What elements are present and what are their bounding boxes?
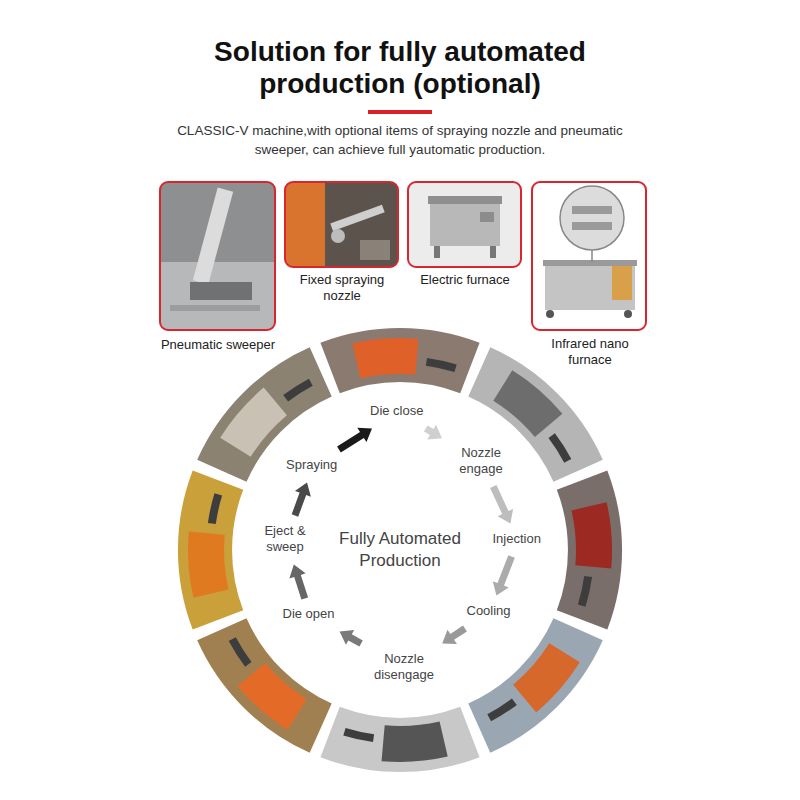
photo-caption: Fixed spraying nozzle bbox=[292, 272, 392, 305]
flow-arrow bbox=[490, 485, 513, 524]
step-text: Injection bbox=[489, 529, 545, 549]
furnace-photo bbox=[408, 182, 521, 267]
nozzle-head bbox=[331, 229, 345, 243]
photo-detail bbox=[188, 532, 229, 598]
photo-caption: Infrared nano furnace bbox=[542, 336, 638, 369]
step-label: Injection bbox=[489, 529, 548, 552]
photo-detail bbox=[426, 358, 457, 372]
photo-frame bbox=[408, 182, 521, 267]
photo-frame bbox=[160, 182, 275, 330]
flow-arrow bbox=[292, 483, 311, 517]
photo-segment bbox=[197, 618, 332, 753]
step-label: Cooling bbox=[463, 601, 518, 624]
step-label: Die open bbox=[279, 604, 342, 627]
flow-arrow bbox=[424, 425, 442, 440]
intro-text: CLASSIC-V machine,with optional items of… bbox=[150, 122, 650, 160]
photo-ground bbox=[285, 182, 398, 267]
wheel bbox=[624, 310, 632, 318]
zoom-leader bbox=[591, 250, 593, 262]
photo-detail bbox=[382, 722, 448, 763]
photo-detail bbox=[549, 433, 572, 463]
photo-detail bbox=[578, 576, 592, 607]
heater-rack bbox=[572, 206, 612, 214]
control-panel bbox=[612, 266, 632, 300]
photo-detail bbox=[487, 699, 517, 722]
photo-detail bbox=[343, 728, 374, 742]
photo-detail bbox=[220, 388, 287, 457]
machine-part bbox=[360, 240, 390, 260]
cycle-circle: Fully Automated Production Die closeNozzl… bbox=[232, 382, 568, 718]
photo-frame bbox=[285, 182, 398, 267]
step-label: Nozzle engage bbox=[447, 443, 517, 482]
photo-segment bbox=[178, 470, 243, 629]
photo-detail bbox=[352, 338, 418, 379]
furnace-leg bbox=[434, 246, 440, 258]
cylinder bbox=[193, 188, 233, 285]
step-label: Spraying bbox=[282, 455, 344, 478]
step-text: Die close bbox=[366, 401, 427, 421]
photo-detail bbox=[572, 502, 613, 568]
machine-part bbox=[285, 182, 325, 267]
tank-rim bbox=[543, 260, 637, 266]
step-text: Eject & sweep bbox=[254, 521, 317, 558]
flow-arrow bbox=[289, 565, 308, 600]
step-label: Eject & sweep bbox=[254, 521, 319, 560]
step-text: Cooling bbox=[463, 601, 515, 621]
photo-detail bbox=[238, 663, 307, 730]
photo-caption: Pneumatic sweeper bbox=[161, 337, 275, 353]
photo-segment bbox=[320, 328, 479, 393]
step-text: Die open bbox=[279, 604, 339, 624]
photo-ground bbox=[408, 182, 521, 267]
photo-detail bbox=[493, 370, 562, 437]
zoom-inset bbox=[560, 186, 624, 250]
tank-body bbox=[545, 264, 635, 310]
photo-detail bbox=[229, 637, 252, 667]
nozzle-photo bbox=[285, 182, 398, 267]
furnace-body bbox=[430, 202, 500, 246]
photo-ground bbox=[160, 182, 275, 330]
step-text: Spraying bbox=[282, 455, 341, 475]
photo-segment bbox=[468, 618, 603, 753]
photo-frame bbox=[532, 182, 646, 330]
step-text: Nozzle engage bbox=[447, 443, 515, 480]
accent-bar bbox=[368, 110, 432, 114]
machine-part bbox=[170, 305, 260, 311]
photo-detail bbox=[513, 643, 580, 712]
machine-part bbox=[190, 282, 252, 300]
center-title: Fully Automated Production bbox=[325, 528, 475, 572]
photo-detail bbox=[283, 379, 313, 402]
step-label: Nozzle disengage bbox=[363, 649, 448, 688]
step-text: Nozzle disengage bbox=[363, 649, 446, 686]
photo-detail bbox=[208, 493, 222, 524]
machine-plate bbox=[160, 262, 275, 330]
photo-segment bbox=[557, 470, 622, 629]
title-heading: Solution for fully automated production … bbox=[160, 36, 640, 100]
flow-arrow bbox=[337, 428, 372, 453]
flow-arrow bbox=[493, 555, 515, 595]
photo-segment bbox=[320, 707, 479, 772]
sweeper-photo bbox=[160, 182, 275, 330]
flow-arrow bbox=[442, 626, 467, 644]
nozzle-pipe bbox=[330, 205, 384, 231]
flow-arrow bbox=[340, 630, 363, 647]
photo-ground bbox=[532, 182, 646, 330]
furnace-lid bbox=[428, 196, 502, 204]
furnace-leg bbox=[490, 246, 496, 258]
heater-rack bbox=[572, 222, 612, 230]
step-label: Die close bbox=[366, 401, 430, 424]
control-box bbox=[480, 212, 494, 222]
nano-furnace-photo bbox=[532, 182, 646, 330]
photo-caption: Electric furnace bbox=[420, 272, 510, 288]
wheel bbox=[546, 310, 554, 318]
